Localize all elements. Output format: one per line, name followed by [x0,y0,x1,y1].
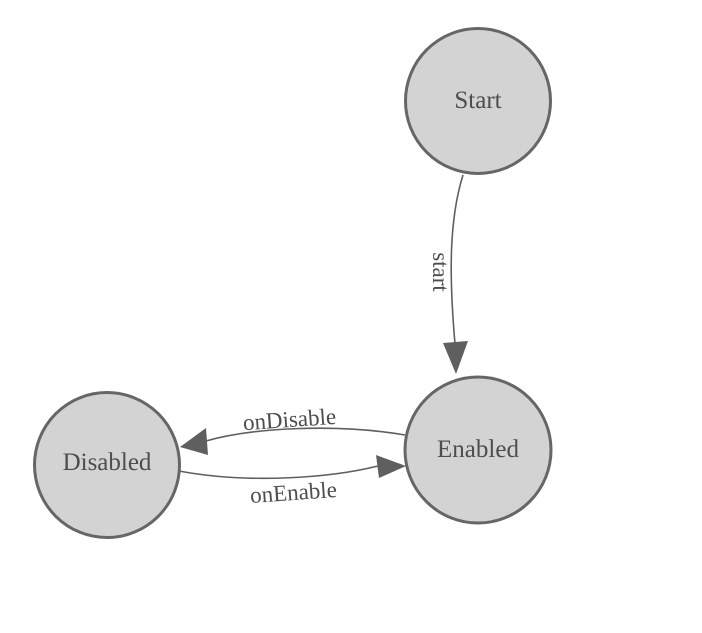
edge-label-start: start [428,252,453,292]
state-node-start-label: Start [454,87,501,114]
edge-label-onenable: onEnable [249,477,337,508]
edge-start-to-enabled: start [428,174,468,374]
state-node-enabled-label: Enabled [437,436,519,463]
edge-disabled-to-enabled: onEnable [178,455,406,508]
edge-arrowhead-disabled-to-enabled [376,455,406,478]
edge-line-disabled-to-enabled [178,465,379,480]
state-node-disabled-group: Disabled [33,391,181,539]
state-node-disabled-label: Disabled [63,449,152,476]
edge-arrowhead-start-to-enabled [443,341,468,374]
edge-label-ondisable: onDisable [242,404,337,435]
state-node-enabled-group: Enabled [403,375,553,525]
state-node-enabled[interactable] [403,375,553,525]
state-node-disabled[interactable] [33,391,181,539]
state-node-start-group: Start [404,27,552,175]
edge-enabled-to-disabled: onDisable [180,404,406,455]
edge-arrowhead-enabled-to-disabled [180,428,208,455]
state-node-start[interactable] [404,27,552,175]
edge-line-enabled-to-disabled [205,427,406,442]
edge-line-start-to-enabled [450,174,464,345]
